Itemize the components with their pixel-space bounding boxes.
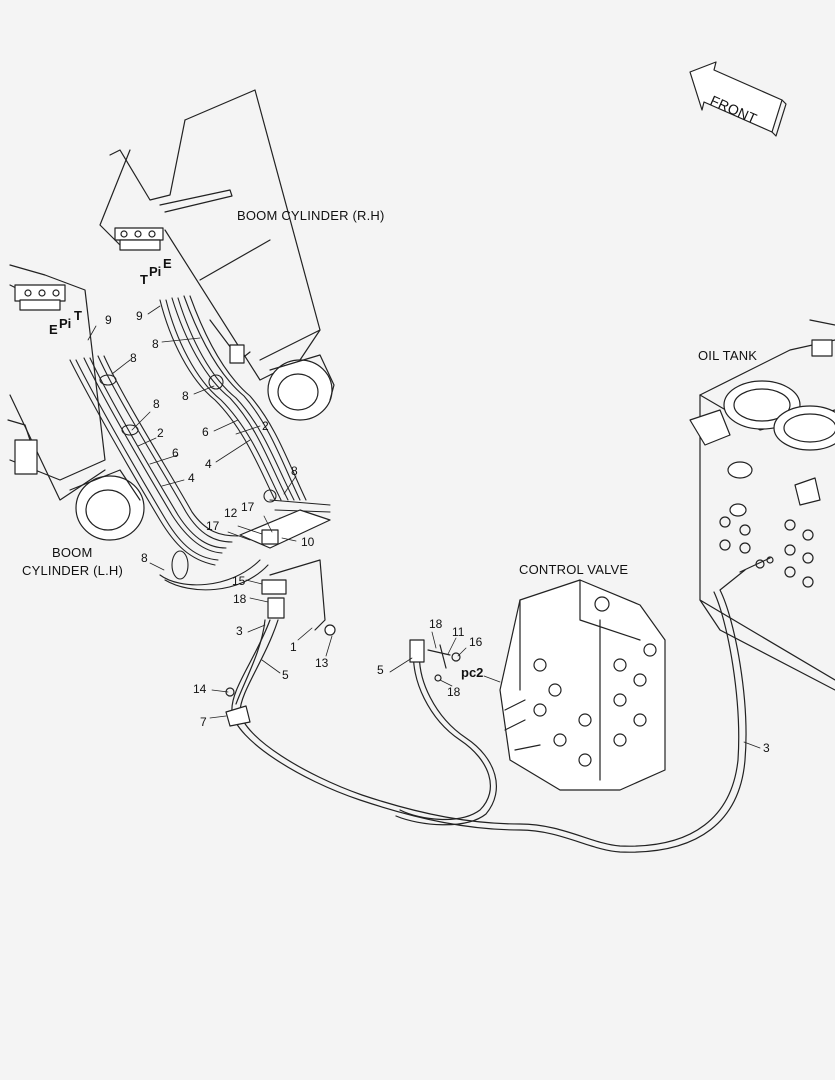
oil-tank-title: OIL TANK (698, 348, 758, 363)
callout-17-a: 17 (241, 500, 255, 514)
port-t-rh: T (140, 272, 148, 287)
callout-1: 1 (290, 640, 297, 654)
callout-18-b: 18 (429, 617, 443, 631)
callout-7: 7 (200, 715, 207, 729)
callout-13: 13 (315, 656, 329, 670)
port-pc2: pc2 (461, 665, 484, 680)
port-e-lh: E (49, 322, 58, 337)
hoses-lh (69, 355, 269, 591)
callout-5-a: 5 (282, 668, 289, 682)
boom-cylinder-lh-title-line2: CYLINDER (L.H) (22, 563, 124, 578)
oil-tank-drawing (689, 319, 835, 691)
callout-6-lh: 6 (172, 446, 179, 460)
callout-15: 15 (232, 574, 246, 588)
callout-9-lh: 9 (105, 313, 112, 327)
callout-8-rh-b: 8 (182, 389, 189, 403)
callout-8-lh-c: 8 (141, 551, 148, 565)
main-hoses (225, 556, 774, 853)
callout-3-b: 3 (763, 741, 770, 755)
callout-8-rh-c: 8 (291, 464, 298, 478)
callout-6-rh: 6 (202, 425, 209, 439)
callout-3-a: 3 (236, 624, 243, 638)
leader-lines (87, 305, 761, 749)
boom-cylinder-lh-drawing (7, 264, 145, 541)
port-pi-rh: Pi (149, 264, 162, 279)
boom-cylinder-rh-title: BOOM CYLINDER (R.H) (237, 208, 385, 223)
callout-17-b: 17 (206, 519, 220, 533)
port-e-rh: E (163, 256, 172, 271)
port-pi-lh: Pi (59, 316, 72, 331)
callout-2-lh: 2 (157, 426, 164, 440)
callout-9-rh: 9 (136, 309, 143, 323)
manifold-bracket (239, 509, 336, 636)
callout-14: 14 (193, 682, 207, 696)
callout-8-rh-a: 8 (152, 337, 159, 351)
callout-10: 10 (301, 535, 315, 549)
callout-4-lh: 4 (188, 471, 195, 485)
front-arrow (689, 61, 787, 137)
callout-5-b: 5 (377, 663, 384, 677)
boom-cylinder-rh-drawing (99, 89, 335, 421)
callout-18-a: 18 (233, 592, 247, 606)
callout-2-rh: 2 (262, 419, 269, 433)
callout-16: 16 (469, 635, 483, 649)
callout-11: 11 (452, 625, 465, 639)
control-valve-title: CONTROL VALVE (519, 562, 629, 577)
callout-8-lh-b: 8 (153, 397, 160, 411)
callout-4-rh: 4 (205, 457, 212, 471)
boom-cylinder-lh-title-line1: BOOM (52, 545, 93, 560)
callout-8-lh-a: 8 (130, 351, 137, 365)
callout-12: 12 (224, 506, 238, 520)
control-valve-drawing (499, 579, 666, 791)
port-t-lh: T (74, 308, 82, 323)
callout-18-c: 18 (447, 685, 461, 699)
